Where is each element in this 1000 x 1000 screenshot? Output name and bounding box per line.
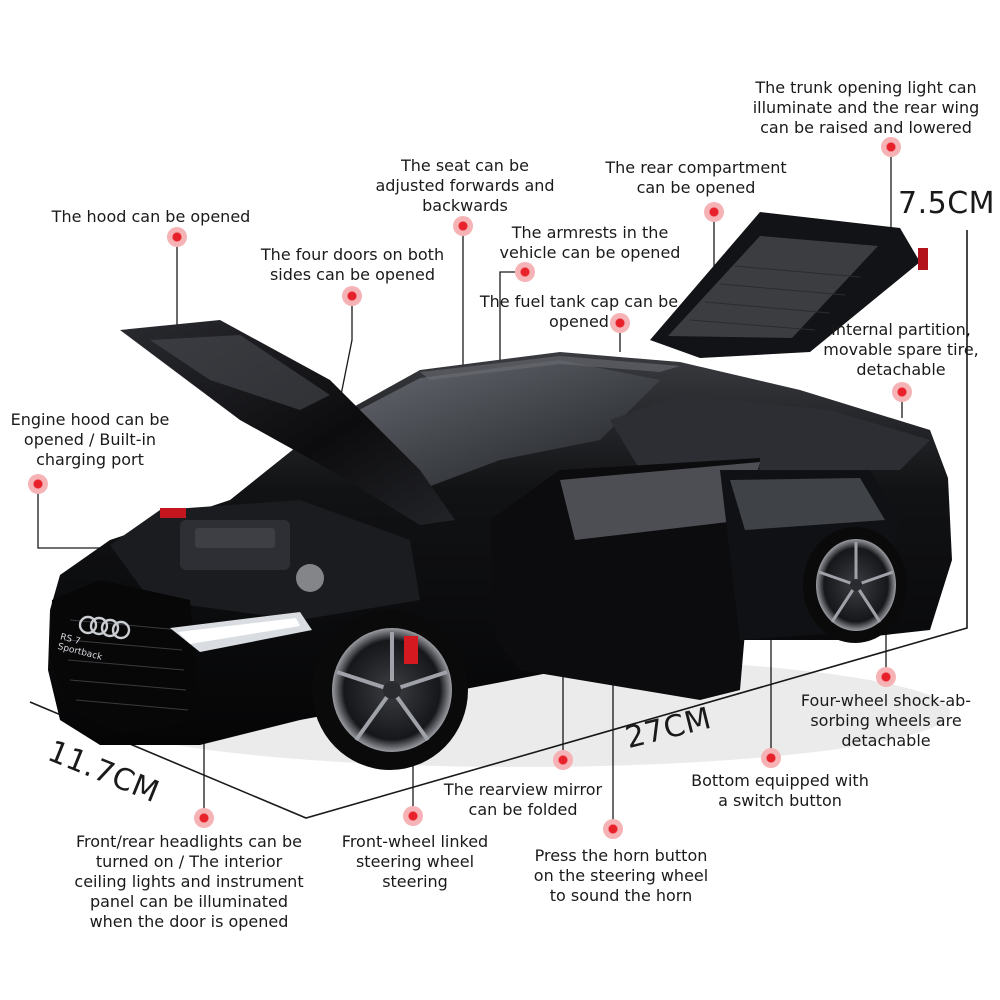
dimension-outline bbox=[29, 230, 968, 819]
marker-dot bbox=[603, 819, 623, 839]
callout-bottom-switch: Bottom equipped with a switch button bbox=[691, 771, 869, 810]
marker-dot bbox=[28, 474, 48, 494]
trunk-lid-glass bbox=[668, 236, 878, 338]
marker-dot bbox=[876, 667, 896, 687]
marker-dot bbox=[342, 286, 362, 306]
leader-four-doors bbox=[339, 296, 353, 401]
callout-hood: The hood can be opened bbox=[51, 207, 251, 226]
marker-dot bbox=[704, 202, 724, 222]
callout-rear-compartment: The rear compartment can be opened bbox=[605, 158, 787, 197]
height-dimension: 7.5CM bbox=[898, 186, 996, 221]
callout-rearview-mirror: The rearview mirror can be folded bbox=[443, 780, 603, 819]
front-grille bbox=[50, 580, 200, 735]
callout-four-doors: The four doors on both sides can be open… bbox=[260, 245, 445, 284]
marker-dot bbox=[453, 216, 473, 236]
callout-fuel-cap: The fuel tank cap can be opened bbox=[479, 292, 679, 331]
leader-engine-hood bbox=[37, 484, 120, 549]
callout-armrests: The armrests in the vehicle can be opene… bbox=[499, 223, 681, 262]
marker-dot bbox=[515, 262, 535, 282]
front-wheel bbox=[312, 610, 468, 770]
front-door-glass bbox=[560, 462, 760, 540]
audi-logo bbox=[78, 615, 131, 640]
windshield bbox=[340, 360, 660, 490]
callout-trunk-light: The trunk opening light can illuminate a… bbox=[752, 78, 980, 137]
marker-dot bbox=[167, 227, 187, 247]
marker-dot bbox=[553, 750, 573, 770]
callout-headlights: Front/rear headlights can be turned on /… bbox=[74, 832, 304, 931]
callout-engine-hood: Engine hood can be opened / Built-in cha… bbox=[10, 410, 170, 469]
marker-dot bbox=[194, 808, 214, 828]
marker-dot bbox=[610, 313, 630, 333]
marker-dot bbox=[881, 137, 901, 157]
dimension-lines bbox=[29, 230, 968, 819]
callout-seat: The seat can be adjusted forwards and ba… bbox=[375, 156, 555, 215]
marker-dot bbox=[761, 748, 781, 768]
callout-partition: Internal partition, movable spare tire, … bbox=[823, 320, 979, 379]
callout-horn: Press the horn button on the steering wh… bbox=[533, 846, 709, 905]
callout-front-steering: Front-wheel linked steering wheel steeri… bbox=[341, 832, 489, 891]
rear-wheel bbox=[803, 527, 907, 643]
side-windows bbox=[610, 395, 930, 470]
marker-dot bbox=[892, 382, 912, 402]
callout-shock-wheels: Four-wheel shock-ab- sorbing wheels are … bbox=[800, 691, 972, 750]
car-illustration bbox=[48, 212, 952, 770]
marker-dot bbox=[403, 806, 423, 826]
rear-light bbox=[918, 248, 928, 270]
